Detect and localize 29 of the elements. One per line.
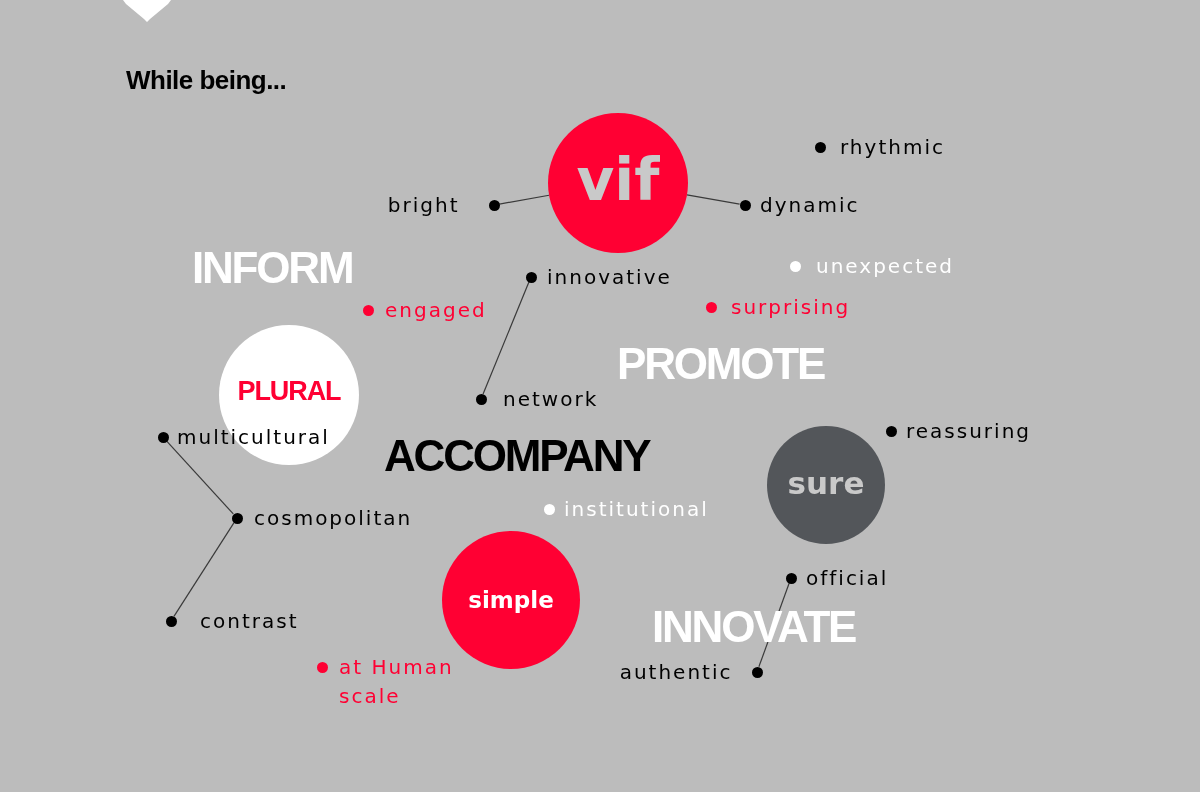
keyword-text: network (503, 387, 599, 411)
keyword-label: at Human scale (339, 653, 455, 710)
category-heading: PROMOTE (617, 342, 825, 386)
keyword-label: rhythmic (840, 135, 945, 159)
connector-line (498, 194, 550, 205)
keyword-text: contrast (200, 609, 299, 633)
connector-line (482, 281, 530, 395)
keyword-text: innovative (547, 265, 672, 289)
keyword-text: cosmopolitan (254, 506, 413, 530)
category-heading: ACCOMPANY (384, 434, 650, 478)
connector-line (166, 440, 234, 515)
keyword-label: engaged (385, 298, 487, 322)
keyword-label: institutional (564, 497, 709, 521)
keyword-label: surprising (731, 295, 851, 319)
connector-line (686, 194, 741, 205)
keyword-text: official (806, 566, 889, 590)
connector-line (173, 522, 235, 617)
keyword-text: dynamic (760, 193, 860, 217)
category-heading: INFORM (192, 246, 353, 290)
keyword-text: authentic (619, 660, 733, 684)
circle-keyword: sure (787, 467, 865, 503)
keyword-text: bright (387, 193, 460, 217)
keyword-text: multicultural (177, 425, 330, 449)
circle-keyword: vif (576, 151, 660, 215)
circle-keyword: PLURAL (237, 377, 341, 408)
keyword-label: reassuring (906, 419, 1031, 443)
keyword-label: unexpected (816, 254, 954, 278)
title: While being... (126, 65, 287, 95)
circle-keyword: simple (468, 588, 554, 612)
